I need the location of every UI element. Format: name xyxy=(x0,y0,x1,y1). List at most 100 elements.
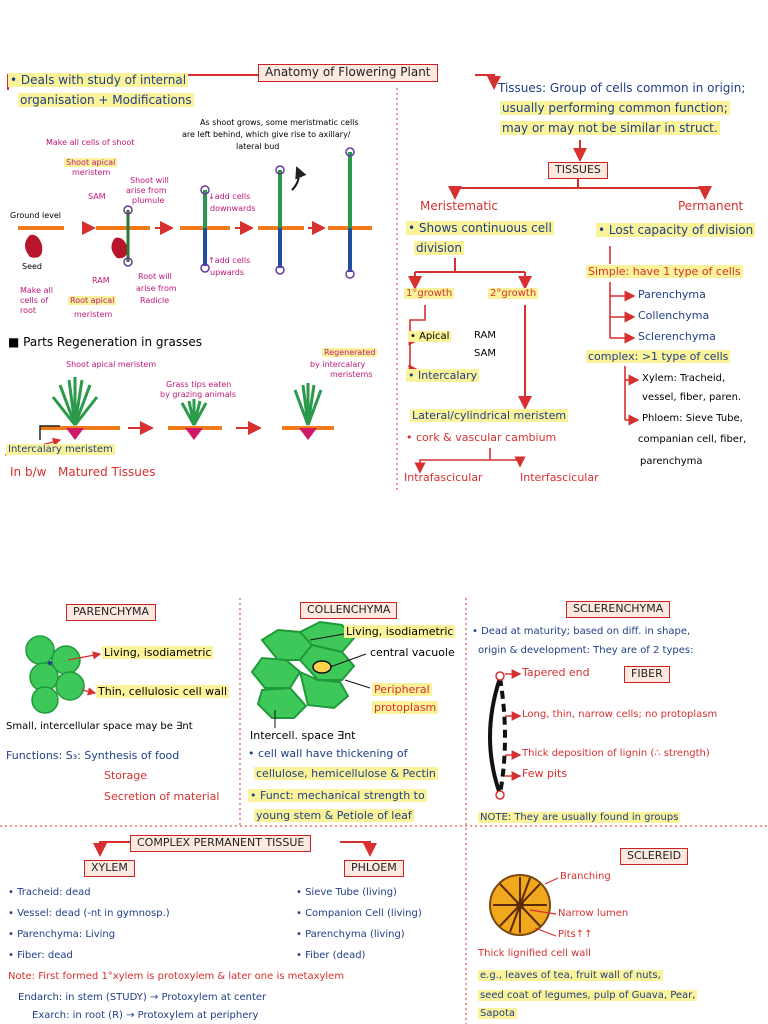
sclereid-eg-2: seed coat of legumes, pulp of Guava, Pea… xyxy=(478,990,698,1001)
xylem-vessel: • Vessel: dead (-nt in gymnosp.) xyxy=(8,908,170,919)
shoot-will-3: plumule xyxy=(132,196,165,205)
shoot-apical-grass: Shoot apical meristem xyxy=(66,360,157,369)
lateral-meristem: Lateral/cylindrical meristem xyxy=(410,409,569,422)
add-up-1: ↑add cells xyxy=(208,256,251,265)
page-title: Anatomy of Flowering Plant xyxy=(258,64,438,82)
complex-title: COMPLEX PERMANENT TISSUE xyxy=(130,835,312,852)
xylem-item: Xylem: Tracheid, xyxy=(642,373,726,384)
collenchyma-funct-2: young stem & Petiole of leaf xyxy=(254,809,414,822)
ground-level-label: Ground level xyxy=(10,211,61,220)
grass-tips-2: by grazing animals xyxy=(160,390,237,399)
collenchyma-peripheral-1: Peripheral xyxy=(372,683,432,696)
root-will-1: Root will xyxy=(138,272,172,281)
intrafascicular: Intrafascicular xyxy=(404,471,483,484)
parenchyma-living: Living, isodiametric xyxy=(102,646,214,659)
intercalary-label: • Intercalary xyxy=(406,369,480,382)
xylem-tracheid: • Tracheid: dead xyxy=(8,887,91,898)
make-all-root-3: root xyxy=(20,306,37,315)
grass-tips-1: Grass tips eaten xyxy=(166,380,232,389)
phloem-item: Phloem: Sieve Tube, xyxy=(642,413,743,424)
matured-tissues-label: Matured Tissues xyxy=(58,465,156,479)
endarch-text: Endarch: in stem (STUDY) → Protoxylem at… xyxy=(18,992,267,1003)
collenchyma-wall-1: • cell wall have thickening of xyxy=(248,747,408,760)
deals-text-2: organisation + Modifications xyxy=(18,93,194,107)
complex-label: complex: >1 type of cells xyxy=(586,350,731,363)
collenchyma-funct-1: • Funct: mechanical strength to xyxy=(248,789,427,802)
sclereid-box: SCLEREID xyxy=(620,848,689,865)
parenchyma-title: PARENCHYMA xyxy=(66,604,156,621)
phloem-item-2: companian cell, fiber, xyxy=(638,434,747,445)
fiber-note: NOTE: They are usually found in groups xyxy=(478,812,681,823)
make-all-root-1: Make all xyxy=(20,286,53,295)
apical-sam: SAM xyxy=(474,348,497,359)
add-down-1: ↓add cells xyxy=(208,192,251,201)
sclerenchyma-dead-2: origin & development: They are of 2 type… xyxy=(478,645,694,656)
collenchyma-peripheral-2: protoplasm xyxy=(372,701,439,714)
shoot-note-2: are left behind, which give rise to axil… xyxy=(182,130,351,139)
inbw-label: In b/w xyxy=(10,465,47,479)
phloem-box: PHLOEM xyxy=(344,860,404,877)
seed-label: Seed xyxy=(22,262,42,271)
shows-1: • Shows continuous cell xyxy=(406,221,554,235)
sclereid-eg-1: e.g., leaves of tea, fruit wall of nuts, xyxy=(478,970,663,981)
phloem-fiber: • Fiber (dead) xyxy=(296,950,366,961)
secondary-growth: 2°growth xyxy=(488,288,539,299)
sclerenchyma-item: Sclerenchyma xyxy=(638,330,716,343)
collenchyma-living: Living, isodiametric xyxy=(344,625,456,638)
xylem-item-2: vessel, fiber, paren. xyxy=(642,392,742,403)
shoot-will-2: arise from xyxy=(126,186,167,195)
shoot-will-1: Shoot will xyxy=(130,176,169,185)
permanent-label: Permanent xyxy=(678,199,744,213)
sclereid-branching: Branching xyxy=(560,871,611,882)
phloem-sieve: • Sieve Tube (living) xyxy=(296,887,397,898)
primary-growth: 1°growth xyxy=(404,288,455,299)
parenchyma-small: Small, intercellular space may be ∃nt xyxy=(6,721,193,732)
ram-label: RAM xyxy=(92,276,110,285)
shows-2: division xyxy=(414,241,464,255)
collenchyma-central: central vacuole xyxy=(370,646,455,659)
tissues-def-2: usually performing common function; xyxy=(500,101,730,115)
tissues-box: TISSUES xyxy=(548,162,608,179)
phloem-companion: • Companion Cell (living) xyxy=(296,908,422,919)
fiber-thick: Thick deposition of lignin (∴ strength) xyxy=(522,748,710,759)
regenerated-3: meristems xyxy=(330,370,373,379)
parenchyma-item: Parenchyma xyxy=(638,288,706,301)
simple-label: Simple: have 1 type of cells xyxy=(586,265,743,278)
apical-ram: RAM xyxy=(474,330,497,341)
phloem-item-3: parenchyma xyxy=(640,456,703,467)
add-down-2: downwards xyxy=(210,204,256,213)
interfascicular: Interfascicular xyxy=(520,471,599,484)
xylem-parenchyma: • Parenchyma: Living xyxy=(8,929,116,940)
sam-label: SAM xyxy=(88,192,106,201)
deals-text: • Deals with study of internal xyxy=(8,73,189,87)
complex-note: Note: First formed 1°xylem is protoxylem… xyxy=(8,971,345,982)
root-will-3: Radicle xyxy=(140,296,170,305)
regenerated-2: by intercalary xyxy=(310,360,366,369)
root-apical-label: Root apical xyxy=(68,296,117,305)
tissues-def-1: Tissues: Group of cells common in origin… xyxy=(498,81,746,95)
sclereid-narrow: Narrow lumen xyxy=(558,908,629,919)
root-will-2: arise from xyxy=(136,284,177,293)
collenchyma-title: COLLENCHYMA xyxy=(300,602,398,619)
make-all-shoot: Make all cells of shoot xyxy=(46,138,135,147)
parenchyma-secretion: Secretion of material xyxy=(104,790,220,803)
sclerenchyma-title: SCLERENCHYMA xyxy=(566,601,671,618)
intercalary-meristem-label: Intercalary meristem xyxy=(6,444,115,455)
regen-title: ■ Parts Regeneration in grasses xyxy=(8,335,202,349)
parenchyma-storage: Storage xyxy=(104,769,148,782)
fiber-box: FIBER xyxy=(624,666,670,683)
shoot-note-1: As shoot grows, some meristmatic cells xyxy=(200,118,359,127)
sclereid-thick-wall: Thick lignified cell wall xyxy=(478,948,591,959)
fiber-long: Long, thin, narrow cells; no protoplasm xyxy=(522,709,718,720)
exarch-text: Exarch: in root (R) → Protoxylem at peri… xyxy=(32,1010,259,1021)
collenchyma-intercell: Intercell. space ∃nt xyxy=(250,729,356,742)
shoot-note-3: lateral bud xyxy=(236,142,280,151)
make-all-root-2: cells of xyxy=(20,296,49,305)
add-up-2: upwards xyxy=(210,268,244,277)
collenchyma-wall-2: cellulose, hemicellulose & Pectin xyxy=(254,767,438,780)
parenchyma-functions: Functions: S₃: Synthesis of food xyxy=(6,749,180,762)
sclerenchyma-dead-1: • Dead at maturity; based on diff. in sh… xyxy=(472,626,691,637)
fiber-few-pits: Few pits xyxy=(522,767,568,780)
shoot-meristem-label: meristem xyxy=(72,168,111,177)
